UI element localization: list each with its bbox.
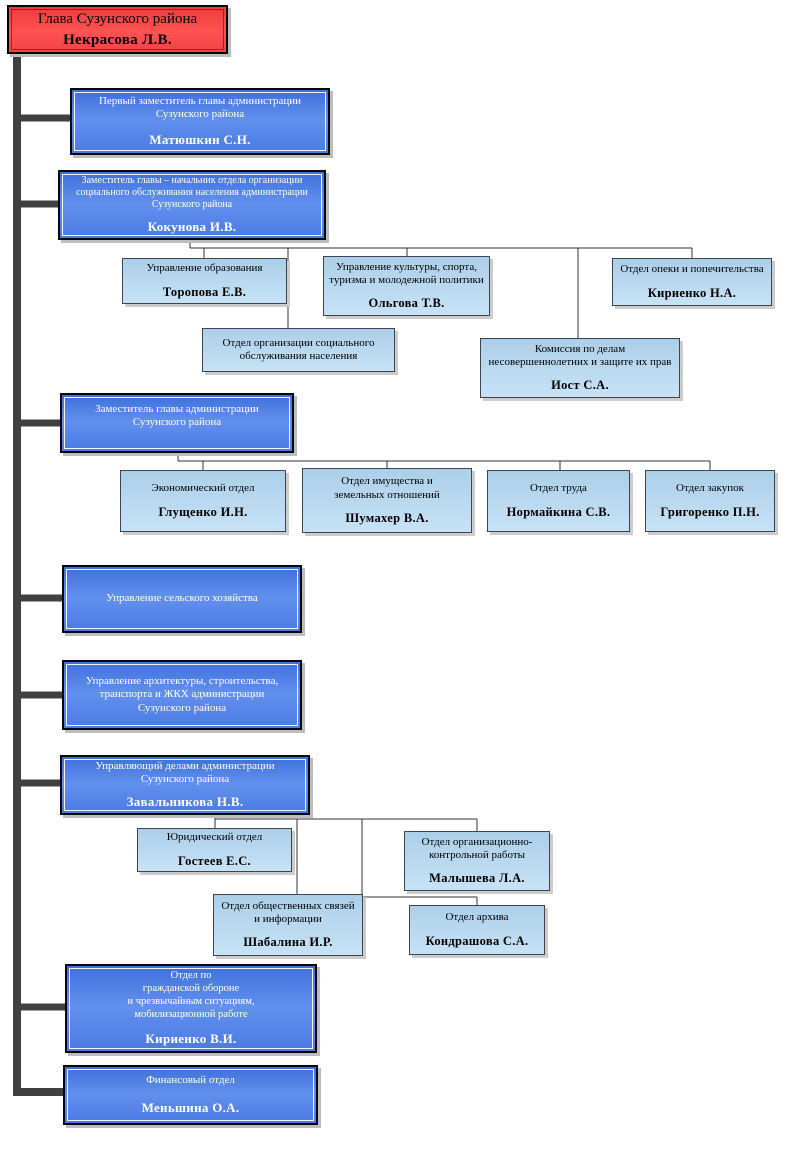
- node-title: Отдел организации социального обслуживан…: [222, 336, 375, 362]
- trunk-line: [13, 55, 65, 1096]
- node-name: Матюшкин С.Н.: [149, 132, 251, 148]
- node-name: Григоренко П.Н.: [660, 504, 760, 519]
- node-name: Шумахер В.А.: [345, 510, 429, 525]
- node-title: Глава Сузунского района: [37, 10, 198, 27]
- node-name: Меньшина О.А.: [141, 1099, 240, 1115]
- node-name: Торопова Е.В.: [162, 284, 247, 299]
- org-node-agriculture: Управление сельского хозяйства: [62, 565, 302, 633]
- org-node-minors-commission: Комиссия по делам несовершеннолетних и з…: [480, 338, 680, 398]
- org-node-civil-defense: Отдел по гражданской обороне и чрезвычай…: [65, 964, 317, 1053]
- node-name: Ольгова Т.В.: [368, 296, 445, 311]
- org-node-procurement: Отдел закупок Григоренко П.Н.: [645, 470, 775, 532]
- node-title: Отдел закупок: [676, 482, 744, 495]
- connector-lines: [177, 240, 711, 905]
- node-name: Шабалина И.Р.: [243, 935, 333, 950]
- node-name: Кондрашова С.А.: [425, 933, 529, 948]
- node-title: Экономический отдел: [151, 482, 255, 495]
- org-node-culture: Управление культуры, спорта, туризма и м…: [323, 256, 490, 316]
- node-title: Юридический отдел: [166, 831, 263, 844]
- node-title: Первый заместитель главы администрации С…: [98, 94, 302, 120]
- org-node-legal: Юридический отдел Гостеев Е.С.: [137, 828, 292, 872]
- node-name: Глущенко И.Н.: [158, 504, 248, 519]
- node-title: Управление архитектуры, строительства, т…: [85, 674, 279, 714]
- org-node-head: Глава Сузунского района Некрасова Л.В.: [7, 5, 228, 54]
- org-node-admin-manager: Управляющий делами администрации Сузунск…: [60, 755, 310, 815]
- org-node-custody: Отдел опеки и попечительства Кириенко Н.…: [612, 258, 772, 306]
- node-title: Заместитель главы администрации Сузунско…: [95, 403, 259, 429]
- org-node-org-control: Отдел организационно- контрольной работы…: [404, 831, 550, 891]
- org-node-labor: Отдел труда Нормайкина С.В.: [487, 470, 630, 532]
- node-name: Гостеев Е.С.: [178, 853, 251, 868]
- node-title: Отдел труда: [530, 482, 587, 495]
- org-node-public-relations: Отдел общественных связей и информации Ш…: [213, 894, 363, 956]
- node-title: Управление культуры, спорта, туризма и м…: [329, 260, 484, 286]
- org-node-deputy-admin: Заместитель главы администрации Сузунско…: [60, 393, 294, 453]
- node-title: Отдел опеки и попечительства: [620, 263, 764, 276]
- node-title: Финансовый отдел: [146, 1074, 235, 1087]
- org-node-deputy-social: Заместитель главы – начальник отдела орг…: [58, 170, 326, 240]
- node-title: Отдел общественных связей и информации: [221, 899, 355, 925]
- org-node-architecture: Управление архитектуры, строительства, т…: [62, 660, 302, 730]
- trunk-stubs: [17, 114, 70, 1011]
- org-node-first-deputy: Первый заместитель главы администрации С…: [70, 88, 330, 155]
- org-node-finance: Финансовый отдел Меньшина О.А.: [63, 1065, 318, 1125]
- node-title: Управление образования: [146, 262, 263, 275]
- node-title: Заместитель главы – начальник отдела орг…: [76, 174, 308, 211]
- node-title: Отдел организационно- контрольной работы: [421, 835, 533, 861]
- node-name: Завальникова Н.В.: [126, 794, 244, 810]
- node-title: Отдел по гражданской обороне и чрезвычай…: [127, 970, 255, 1020]
- node-title: Управление сельского хозяйства: [106, 592, 258, 605]
- node-name: Кириенко Н.А.: [647, 285, 737, 300]
- node-title: Отдел имущества и земельных отношений: [334, 475, 440, 501]
- org-node-edu: Управление образования Торопова Е.В.: [122, 258, 287, 304]
- node-title: Отдел архива: [445, 911, 509, 924]
- node-name: Некрасова Л.В.: [63, 32, 172, 49]
- node-name: Кириенко В.И.: [145, 1030, 237, 1046]
- org-node-economic: Экономический отдел Глущенко И.Н.: [120, 470, 286, 532]
- node-title: Комиссия по делам несовершеннолетних и з…: [488, 342, 672, 368]
- node-name: Малышева Л.А.: [429, 871, 525, 886]
- org-node-social-service: Отдел организации социального обслуживан…: [202, 328, 395, 372]
- node-name: Кокунова И.В.: [147, 219, 237, 235]
- node-title: Управляющий делами администрации Сузунск…: [95, 759, 275, 785]
- node-name: Иост С.А.: [551, 378, 609, 393]
- node-name: Нормайкина С.В.: [506, 504, 611, 519]
- org-node-archive: Отдел архива Кондрашова С.А.: [409, 905, 545, 955]
- org-node-property: Отдел имущества и земельных отношений Шу…: [302, 468, 472, 533]
